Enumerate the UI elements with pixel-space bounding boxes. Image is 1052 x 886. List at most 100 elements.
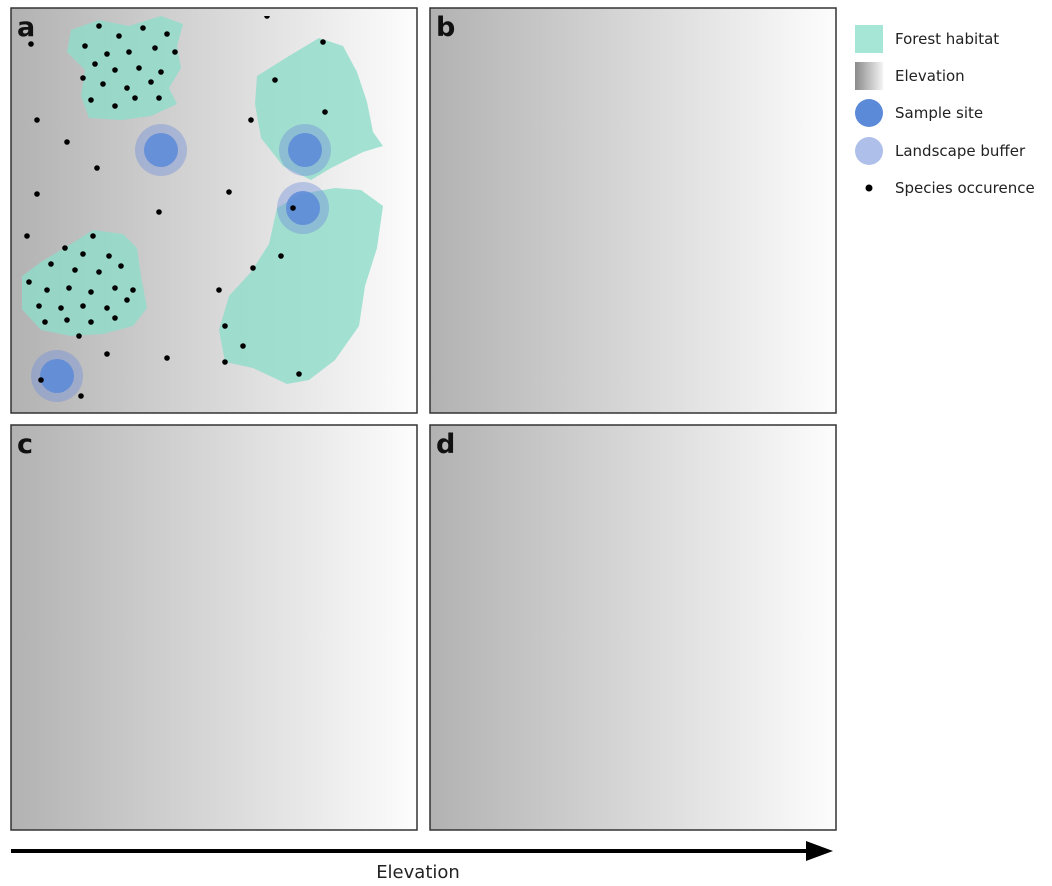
species-occurrence [38, 377, 44, 383]
species-occurrence [88, 97, 94, 103]
species-occurrence [88, 319, 94, 325]
legend-forest-label: Forest habitat [895, 30, 999, 48]
panel-label: c [17, 429, 33, 460]
species-occurrence [28, 41, 34, 47]
species-occurrence [72, 267, 78, 273]
panel-frame [429, 424, 837, 831]
legend-elevation-label: Elevation [895, 67, 965, 85]
species-occurrence [112, 67, 118, 73]
species-occurrence [48, 261, 54, 267]
legend-elevation-swatch [855, 62, 883, 90]
species-occurrence [104, 305, 110, 311]
species-occurrence [90, 233, 96, 239]
species-occurrence [64, 317, 70, 323]
elevation-background [430, 425, 836, 830]
panel-a: a [10, 7, 418, 414]
species-occurrence [222, 359, 228, 365]
legend: Forest habitat Elevation Sample site Lan… [855, 25, 1035, 197]
elevation-background [430, 8, 836, 413]
species-occurrence [320, 39, 326, 45]
species-occurrence [106, 253, 112, 259]
panel-frame [429, 7, 837, 414]
sample-site [288, 133, 322, 167]
species-occurrence [92, 61, 98, 67]
legend-site-label: Sample site [895, 104, 983, 122]
sample-site [144, 133, 178, 167]
panel-c: c [10, 424, 418, 831]
panel-label: a [17, 12, 35, 43]
species-occurrence [152, 45, 158, 51]
species-occurrence [42, 319, 48, 325]
species-occurrence [64, 139, 70, 145]
species-occurrence [76, 333, 82, 339]
species-occurrence [112, 315, 118, 321]
species-occurrence [78, 393, 84, 399]
species-occurrence [96, 269, 102, 275]
panel-frame [10, 424, 418, 831]
species-occurrence [148, 79, 154, 85]
species-occurrence [104, 51, 110, 57]
species-occurrence [272, 77, 278, 83]
species-occurrence [172, 49, 178, 55]
forest-patch [67, 16, 183, 120]
species-occurrence [88, 289, 94, 295]
species-occurrence [66, 285, 72, 291]
forest-patch [22, 230, 147, 336]
species-occurrence [80, 303, 86, 309]
legend-site-swatch [855, 99, 883, 127]
species-occurrence [136, 65, 142, 71]
species-occurrence [130, 287, 136, 293]
axis-label: Elevation [376, 862, 460, 883]
species-occurrence [250, 265, 256, 271]
species-occurrence [96, 23, 102, 29]
legend-buffer-label: Landscape buffer [895, 142, 1026, 160]
species-occurrence [322, 109, 328, 115]
sample-site [40, 359, 74, 393]
panel-b: b [429, 7, 837, 414]
panel-label: b [436, 12, 455, 43]
species-occurrence [156, 95, 162, 101]
forest-patch [255, 38, 383, 180]
legend-occurrence-label: Species occurence [895, 179, 1035, 197]
species-occurrence [24, 233, 30, 239]
forest-patch [219, 188, 383, 384]
species-occurrence [62, 245, 68, 251]
species-occurrence [124, 297, 130, 303]
species-occurrence [82, 43, 88, 49]
species-occurrence [58, 305, 64, 311]
species-occurrence [44, 287, 50, 293]
species-occurrence [164, 355, 170, 361]
species-occurrence [36, 303, 42, 309]
species-occurrence [104, 351, 110, 357]
panel-frame [10, 7, 418, 414]
sample-site [286, 191, 320, 225]
species-occurrence [116, 33, 122, 39]
species-occurrence [34, 117, 40, 123]
species-occurrence [80, 75, 86, 81]
species-occurrence [164, 31, 170, 37]
species-occurrence [278, 253, 284, 259]
elevation-background [11, 425, 417, 830]
species-occurrence [240, 343, 246, 349]
species-occurrence [94, 165, 100, 171]
panel-label: d [436, 429, 455, 460]
species-occurrence [100, 81, 106, 87]
species-occurrence [290, 205, 296, 211]
legend-forest-swatch [855, 25, 883, 53]
species-occurrence [34, 191, 40, 197]
species-occurrence [132, 95, 138, 101]
species-occurrence [296, 371, 302, 377]
species-occurrence [80, 251, 86, 257]
legend-occurrence-swatch [865, 184, 873, 192]
species-occurrence [264, 16, 270, 19]
species-occurrence [26, 279, 32, 285]
species-occurrence [112, 285, 118, 291]
legend-buffer-swatch [855, 137, 883, 165]
species-occurrence [226, 189, 232, 195]
elevation-axis: Elevation [11, 841, 833, 883]
species-occurrence [216, 287, 222, 293]
species-occurrence [156, 209, 162, 215]
panel-d: d [429, 424, 837, 831]
species-occurrence [112, 103, 118, 109]
